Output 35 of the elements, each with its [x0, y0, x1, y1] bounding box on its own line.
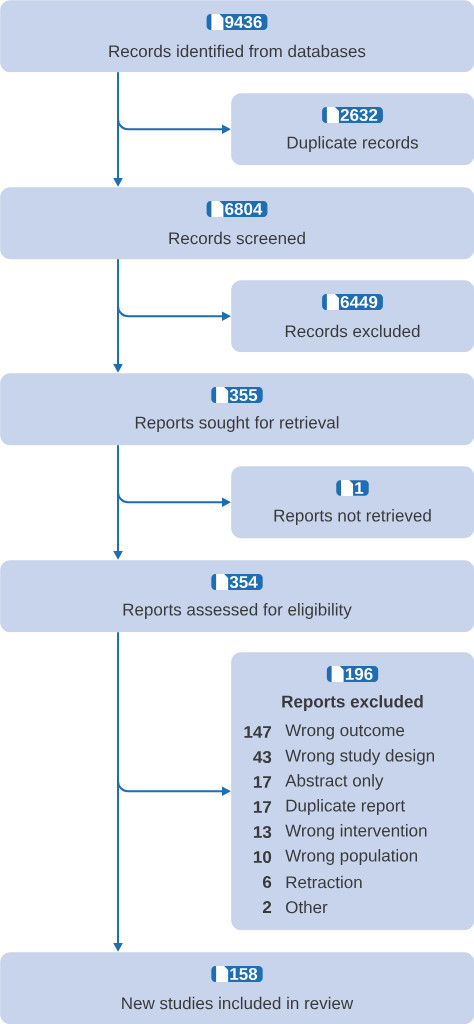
process-box: [231, 280, 474, 353]
process-box: [231, 466, 474, 539]
reason-label: Wrong study design: [285, 749, 434, 765]
box-label: Records screened: [169, 231, 305, 245]
process-box: [0, 373, 474, 446]
box-label: Duplicate records: [287, 136, 418, 152]
reason-label: Duplicate report: [286, 799, 406, 815]
count-badge: 1: [336, 480, 369, 496]
process-box: [0, 560, 474, 633]
process-box: [231, 93, 474, 166]
box-label: New studies included in review: [122, 996, 354, 1010]
box-label: Reports assessed for eligibility: [123, 603, 352, 619]
count-number: 147: [244, 726, 272, 738]
process-box: [231, 652, 474, 931]
box-label: Reports sought for retrieval: [135, 416, 339, 432]
process-box: [0, 187, 474, 260]
count-number: 13: [253, 826, 272, 839]
count-number: 2: [262, 901, 272, 913]
reason-label: Other: [286, 900, 328, 914]
box-label: Records identified from databases: [109, 44, 366, 58]
reason-label: Abstract only: [285, 774, 384, 790]
process-box: [0, 952, 474, 1024]
count-number: 17: [253, 801, 272, 813]
count-number: 43: [253, 750, 272, 764]
process-box: [0, 0, 474, 73]
reason-label: Wrong intervention: [285, 824, 427, 840]
reason-label: Wrong outcome: [285, 724, 405, 740]
count-number: 17: [253, 776, 272, 788]
heading: Reports excluded: [282, 695, 423, 711]
reason-label: Retraction: [286, 875, 362, 889]
count-number: 6: [263, 876, 272, 889]
box-label: Records excluded: [285, 324, 420, 338]
count-number: 10: [253, 851, 272, 864]
reason-label: Wrong population: [285, 849, 417, 865]
box-label: Reports not retrieved: [274, 509, 431, 525]
